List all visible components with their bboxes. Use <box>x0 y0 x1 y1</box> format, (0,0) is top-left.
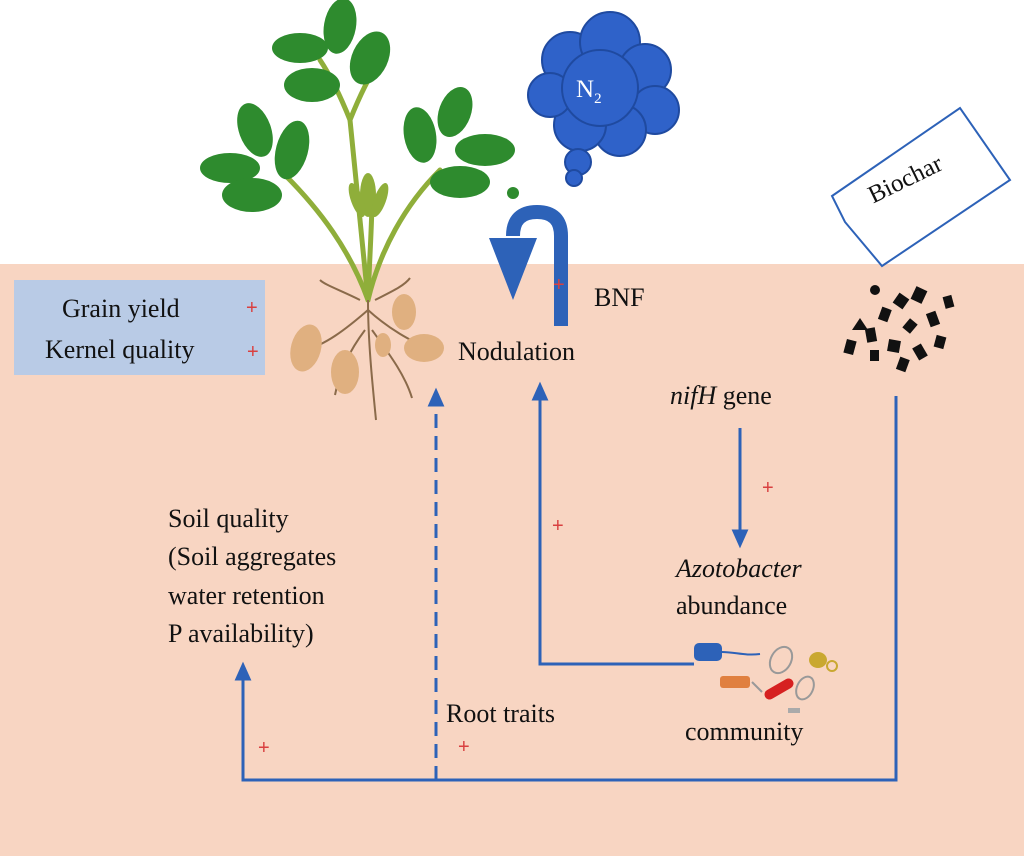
biochar-tag-icon <box>830 106 1012 268</box>
plus-soil-quality: + <box>258 737 270 759</box>
soil-quality-line-1: Soil quality <box>168 504 289 533</box>
abundance-label: abundance <box>676 591 788 620</box>
nodulation-label: Nodulation <box>458 337 575 366</box>
plus-nifh: + <box>762 477 774 499</box>
n2-label: N2 <box>576 76 602 107</box>
plus-bnf: + <box>553 274 565 296</box>
nifh-gene-label: nifH gene <box>670 381 772 410</box>
yield-quality-box <box>14 280 265 375</box>
flow-arrows <box>234 381 898 782</box>
peanut-pods <box>290 294 444 394</box>
soil-quality-line-3: water retention <box>168 581 325 610</box>
plant-bud <box>348 173 389 218</box>
community-label: community <box>685 717 804 746</box>
plant-leaves <box>200 0 515 212</box>
microbe-community-icon <box>694 643 838 713</box>
bottom-trunk-line <box>234 396 898 782</box>
bnf-label: BNF <box>594 283 645 312</box>
azotobacter-label: Azotobacter <box>676 554 802 583</box>
bnf-arrow <box>489 187 568 326</box>
plus-nodulation-path: + <box>552 515 564 537</box>
soil-quality-line-4: P availability) <box>168 619 314 648</box>
peanut-plant-icon <box>200 0 515 421</box>
grain-yield-label: Grain yield <box>62 294 180 323</box>
root-traits-label: Root traits <box>446 699 556 728</box>
plus-kernel-quality: + <box>247 341 259 363</box>
plus-grain-yield: + <box>246 297 258 319</box>
kernel-quality-label: Kernel quality <box>45 335 195 364</box>
soil-quality-line-2: (Soil aggregates <box>168 542 337 571</box>
n2-cloud-icon <box>527 11 680 187</box>
biochar-particles-icon <box>843 285 955 373</box>
plus-root-traits: + <box>458 736 470 758</box>
community-to-nodulation-arrow <box>531 381 694 666</box>
